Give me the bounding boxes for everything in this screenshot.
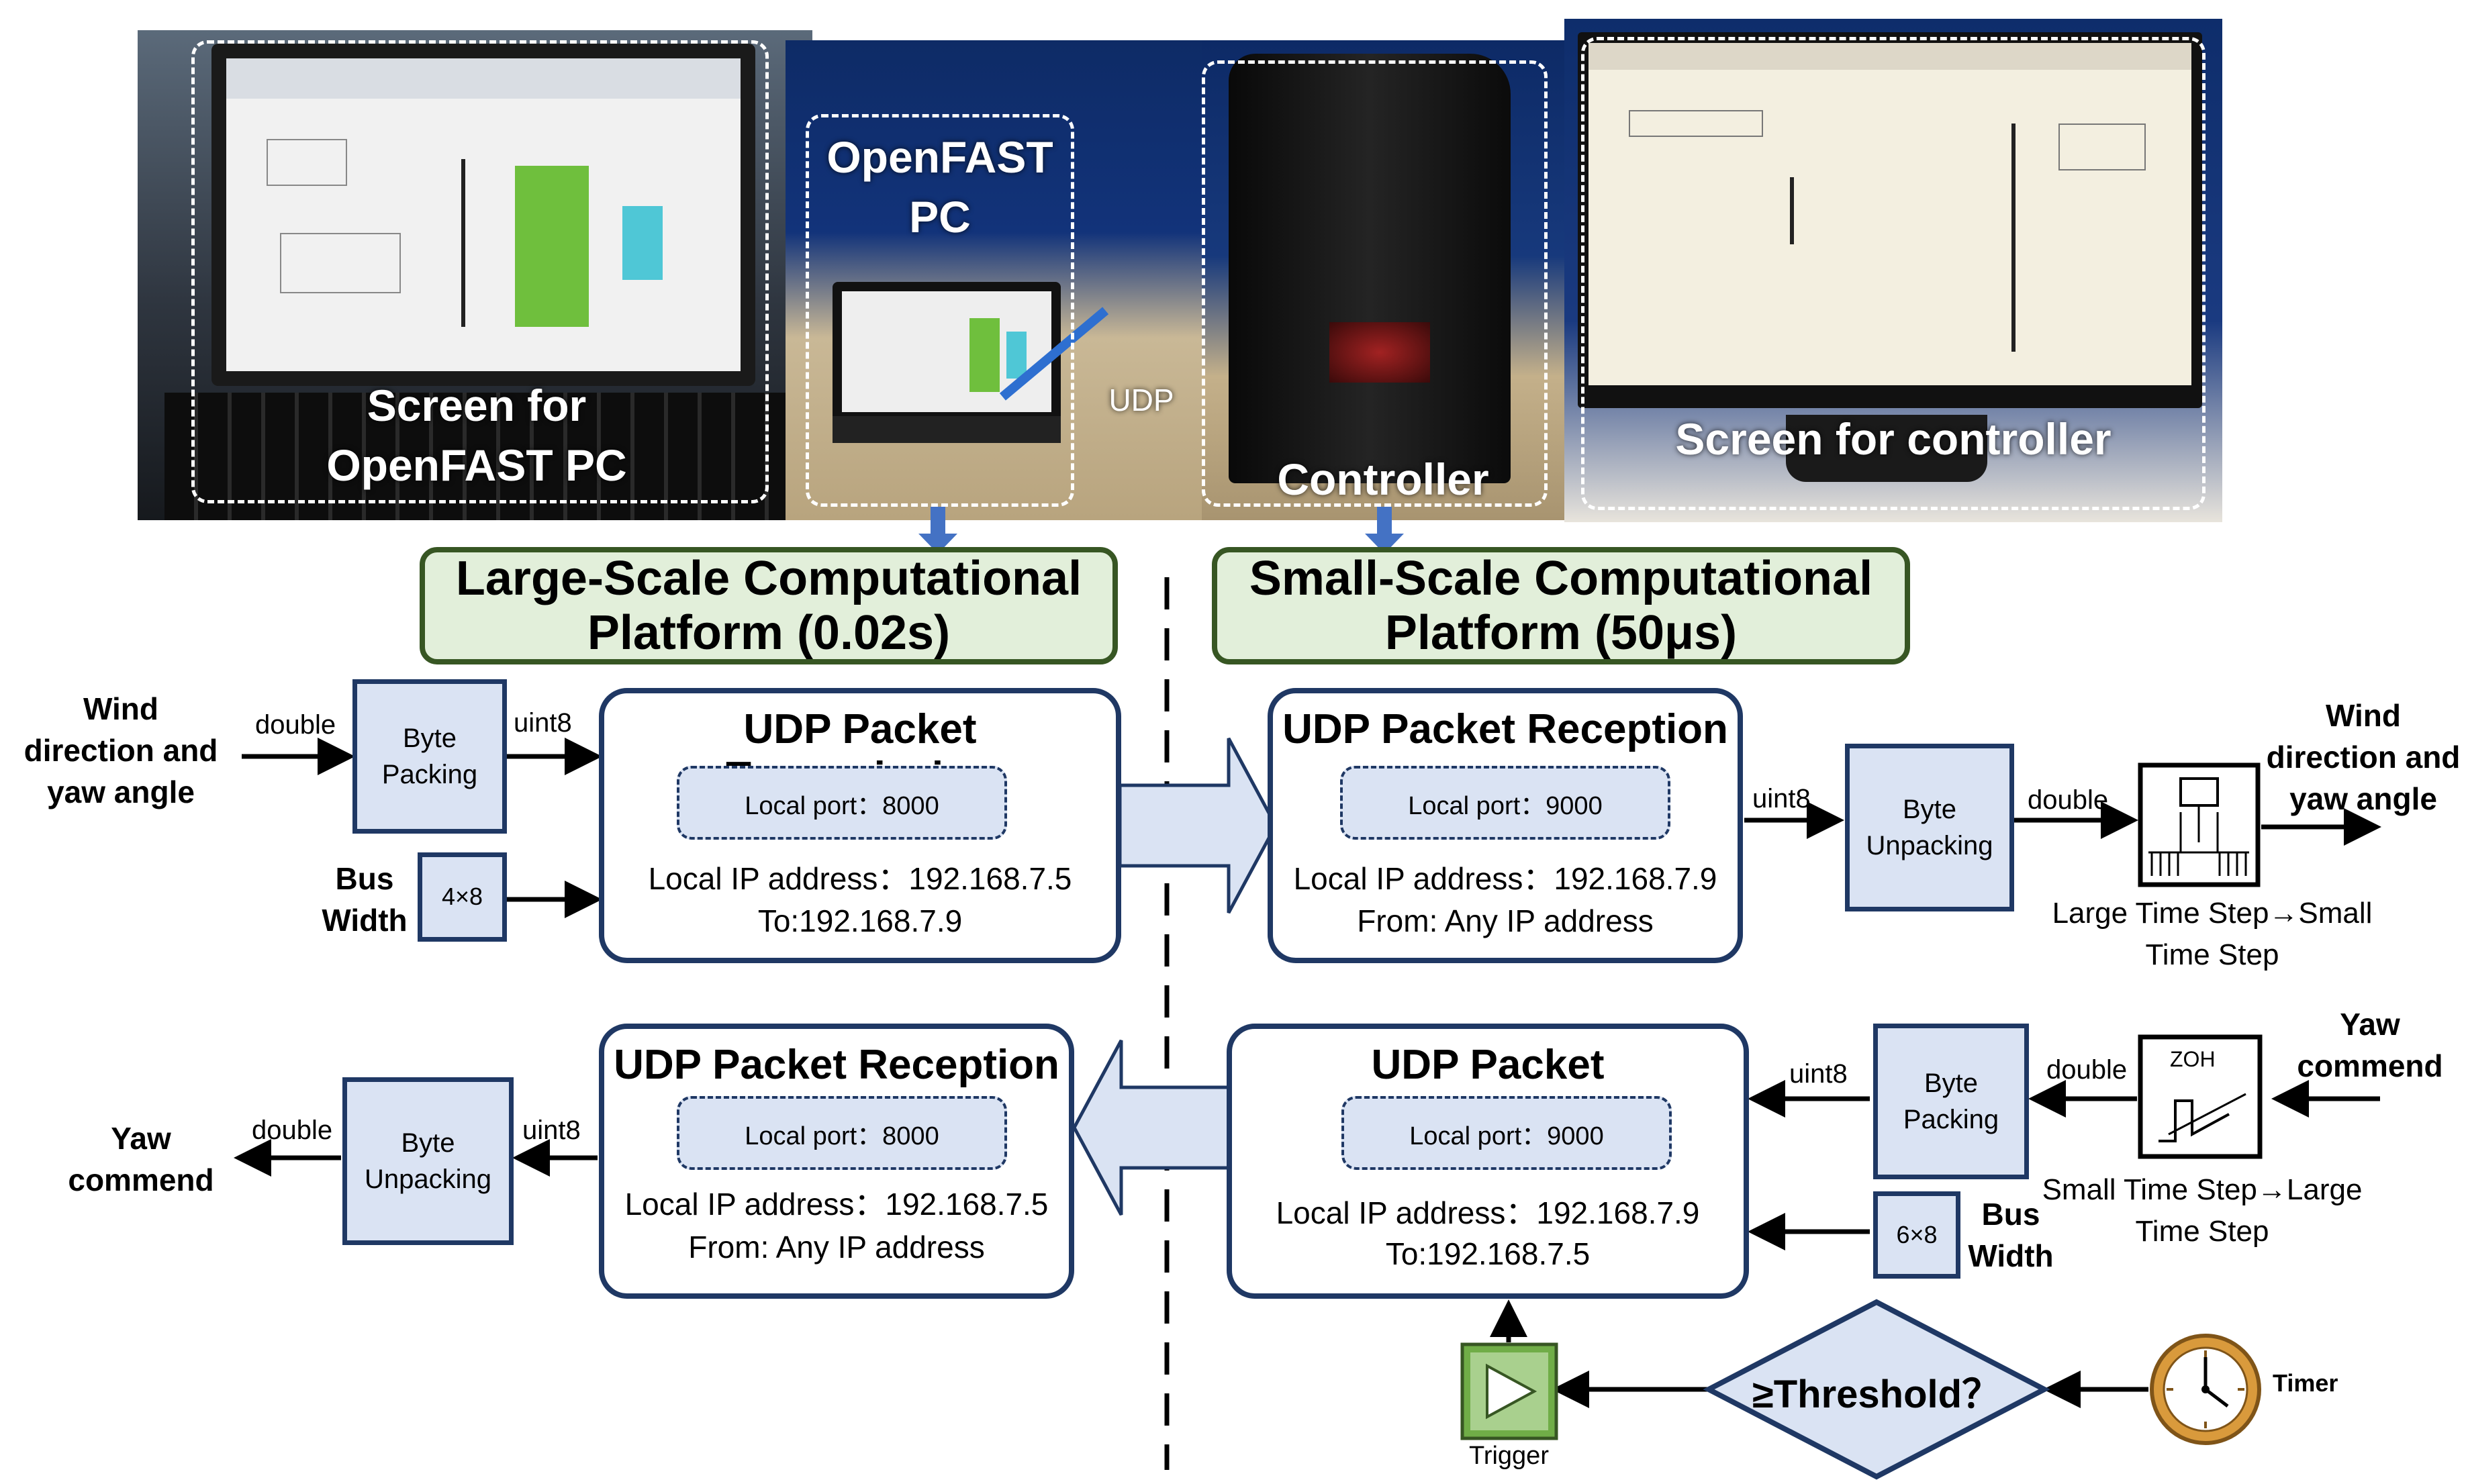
udp-transmission-small: UDP Packet Transmission Local port：9000 … <box>1227 1024 1749 1299</box>
udp-reception-small: UDP Packet Reception Local port：9000 Loc… <box>1268 688 1743 963</box>
local-port-field: Local port：9000 <box>1341 1096 1672 1170</box>
label-rt-small-large: Small Time Step→Large Time Step <box>2042 1173 2363 1248</box>
zoh-block-icon <box>2138 1034 2263 1159</box>
udp-transmission-large: UDP Packet Transmission Local port：8000 … <box>599 688 1121 963</box>
label-zoh: ZOH <box>2170 1047 2216 1071</box>
platform-small-scale: Small-Scale Computational Platform (50μs… <box>1212 547 1910 664</box>
frame-openfast-screen <box>191 40 769 503</box>
local-ip-line: Local IP address：192.168.7.9 <box>1276 1195 1700 1230</box>
label-yaw-input: Yaw commend <box>2297 1007 2443 1084</box>
big-arrow-right <box>1118 737 1278 914</box>
to-ip-line: To:192.168.7.5 <box>1385 1236 1591 1271</box>
label-screen-openfast: Screen for OpenFAST PC <box>326 381 627 491</box>
laptop-screen <box>211 44 755 386</box>
udp-title: UDP Packet Reception <box>614 1042 1059 1088</box>
byte-packing-tl: Byte Packing <box>352 679 507 834</box>
trigger-icon <box>1460 1342 1558 1440</box>
local-port-field: Local port：9000 <box>1340 766 1670 840</box>
label-bus-width-tl: Bus Width <box>322 861 408 938</box>
label-double-tr: double <box>2028 785 2109 815</box>
rate-transition-large-to-small-icon <box>2138 762 2261 887</box>
label-controller: Controller <box>1277 454 1489 504</box>
byte-unpacking-bl: Byte Unpacking <box>342 1077 514 1245</box>
label-uint8-tr: uint8 <box>1752 784 1811 813</box>
label-uint8-bl: uint8 <box>522 1116 581 1145</box>
label-timer: Timer <box>2273 1369 2338 1397</box>
local-ip-line: Local IP address：192.168.7.5 <box>624 1187 1049 1222</box>
label-wind-input: Wind direction and yaw angle <box>23 691 218 810</box>
photo-down-arrows <box>918 507 1404 554</box>
udp-reception-large: UDP Packet Reception Local port：8000 Loc… <box>599 1024 1074 1299</box>
controller-tower <box>1229 54 1511 483</box>
label-trigger: Trigger <box>1469 1442 1549 1470</box>
bus-width-block-6x8: 6×8 <box>1873 1191 1960 1279</box>
platform-large-scale: Large-Scale Computational Platform (0.02… <box>420 547 1118 664</box>
photo-openfast-pc <box>786 40 1225 520</box>
threshold-diamond <box>1703 1299 2050 1480</box>
to-ip-line: To:192.168.7.9 <box>757 903 963 938</box>
openfast-laptop <box>833 282 1061 443</box>
local-ip-line: Local IP address：192.168.7.9 <box>1293 861 1717 896</box>
frame-controller-screen <box>1581 37 2206 510</box>
local-port-field: Local port：8000 <box>677 1096 1007 1170</box>
label-yaw-output: Yaw commend <box>68 1121 214 1198</box>
udp-title: UDP Packet Reception <box>1282 706 1728 752</box>
frame-openfast-pc <box>806 114 1074 507</box>
from-ip-line: From: Any IP address <box>1357 903 1654 938</box>
photo-controller <box>1202 40 1578 520</box>
label-double-bl: double <box>252 1116 333 1145</box>
big-arrow-left <box>1072 1039 1231 1216</box>
laptop-keyboard <box>164 393 796 520</box>
local-port-field: Local port：8000 <box>677 766 1007 840</box>
bus-width-block-4x8: 4×8 <box>418 852 507 942</box>
label-uint8-tl: uint8 <box>514 708 572 738</box>
label-openfast-pc: OpenFAST PC <box>826 132 1053 242</box>
label-double-br: double <box>2046 1055 2128 1085</box>
photo-controller-screen <box>1564 19 2222 522</box>
label-uint8-br: uint8 <box>1789 1059 1848 1089</box>
timer-icon <box>2150 1334 2261 1445</box>
label-controller-screen: Screen for controller <box>1675 414 2112 464</box>
frame-controller <box>1202 60 1548 507</box>
label-bus-width-br: Bus Width <box>1968 1197 2054 1274</box>
photo-openfast-screen <box>138 30 812 520</box>
from-ip-line: From: Any IP address <box>688 1230 985 1265</box>
monitor <box>1578 32 2202 408</box>
label-udp-cable: UDP <box>1108 383 1174 417</box>
label-double-tl: double <box>255 710 336 740</box>
label-wind-output: Wind direction and yaw angle <box>2266 698 2461 817</box>
label-rt-large-small: Large Time Step→Small Time Step <box>2052 897 2373 971</box>
label-threshold: ≥Threshold？ <box>1752 1373 2001 1416</box>
byte-unpacking-tr: Byte Unpacking <box>1845 744 2014 911</box>
byte-packing-br: Byte Packing <box>1873 1024 2029 1179</box>
local-ip-line: Local IP address：192.168.7.5 <box>648 861 1072 896</box>
